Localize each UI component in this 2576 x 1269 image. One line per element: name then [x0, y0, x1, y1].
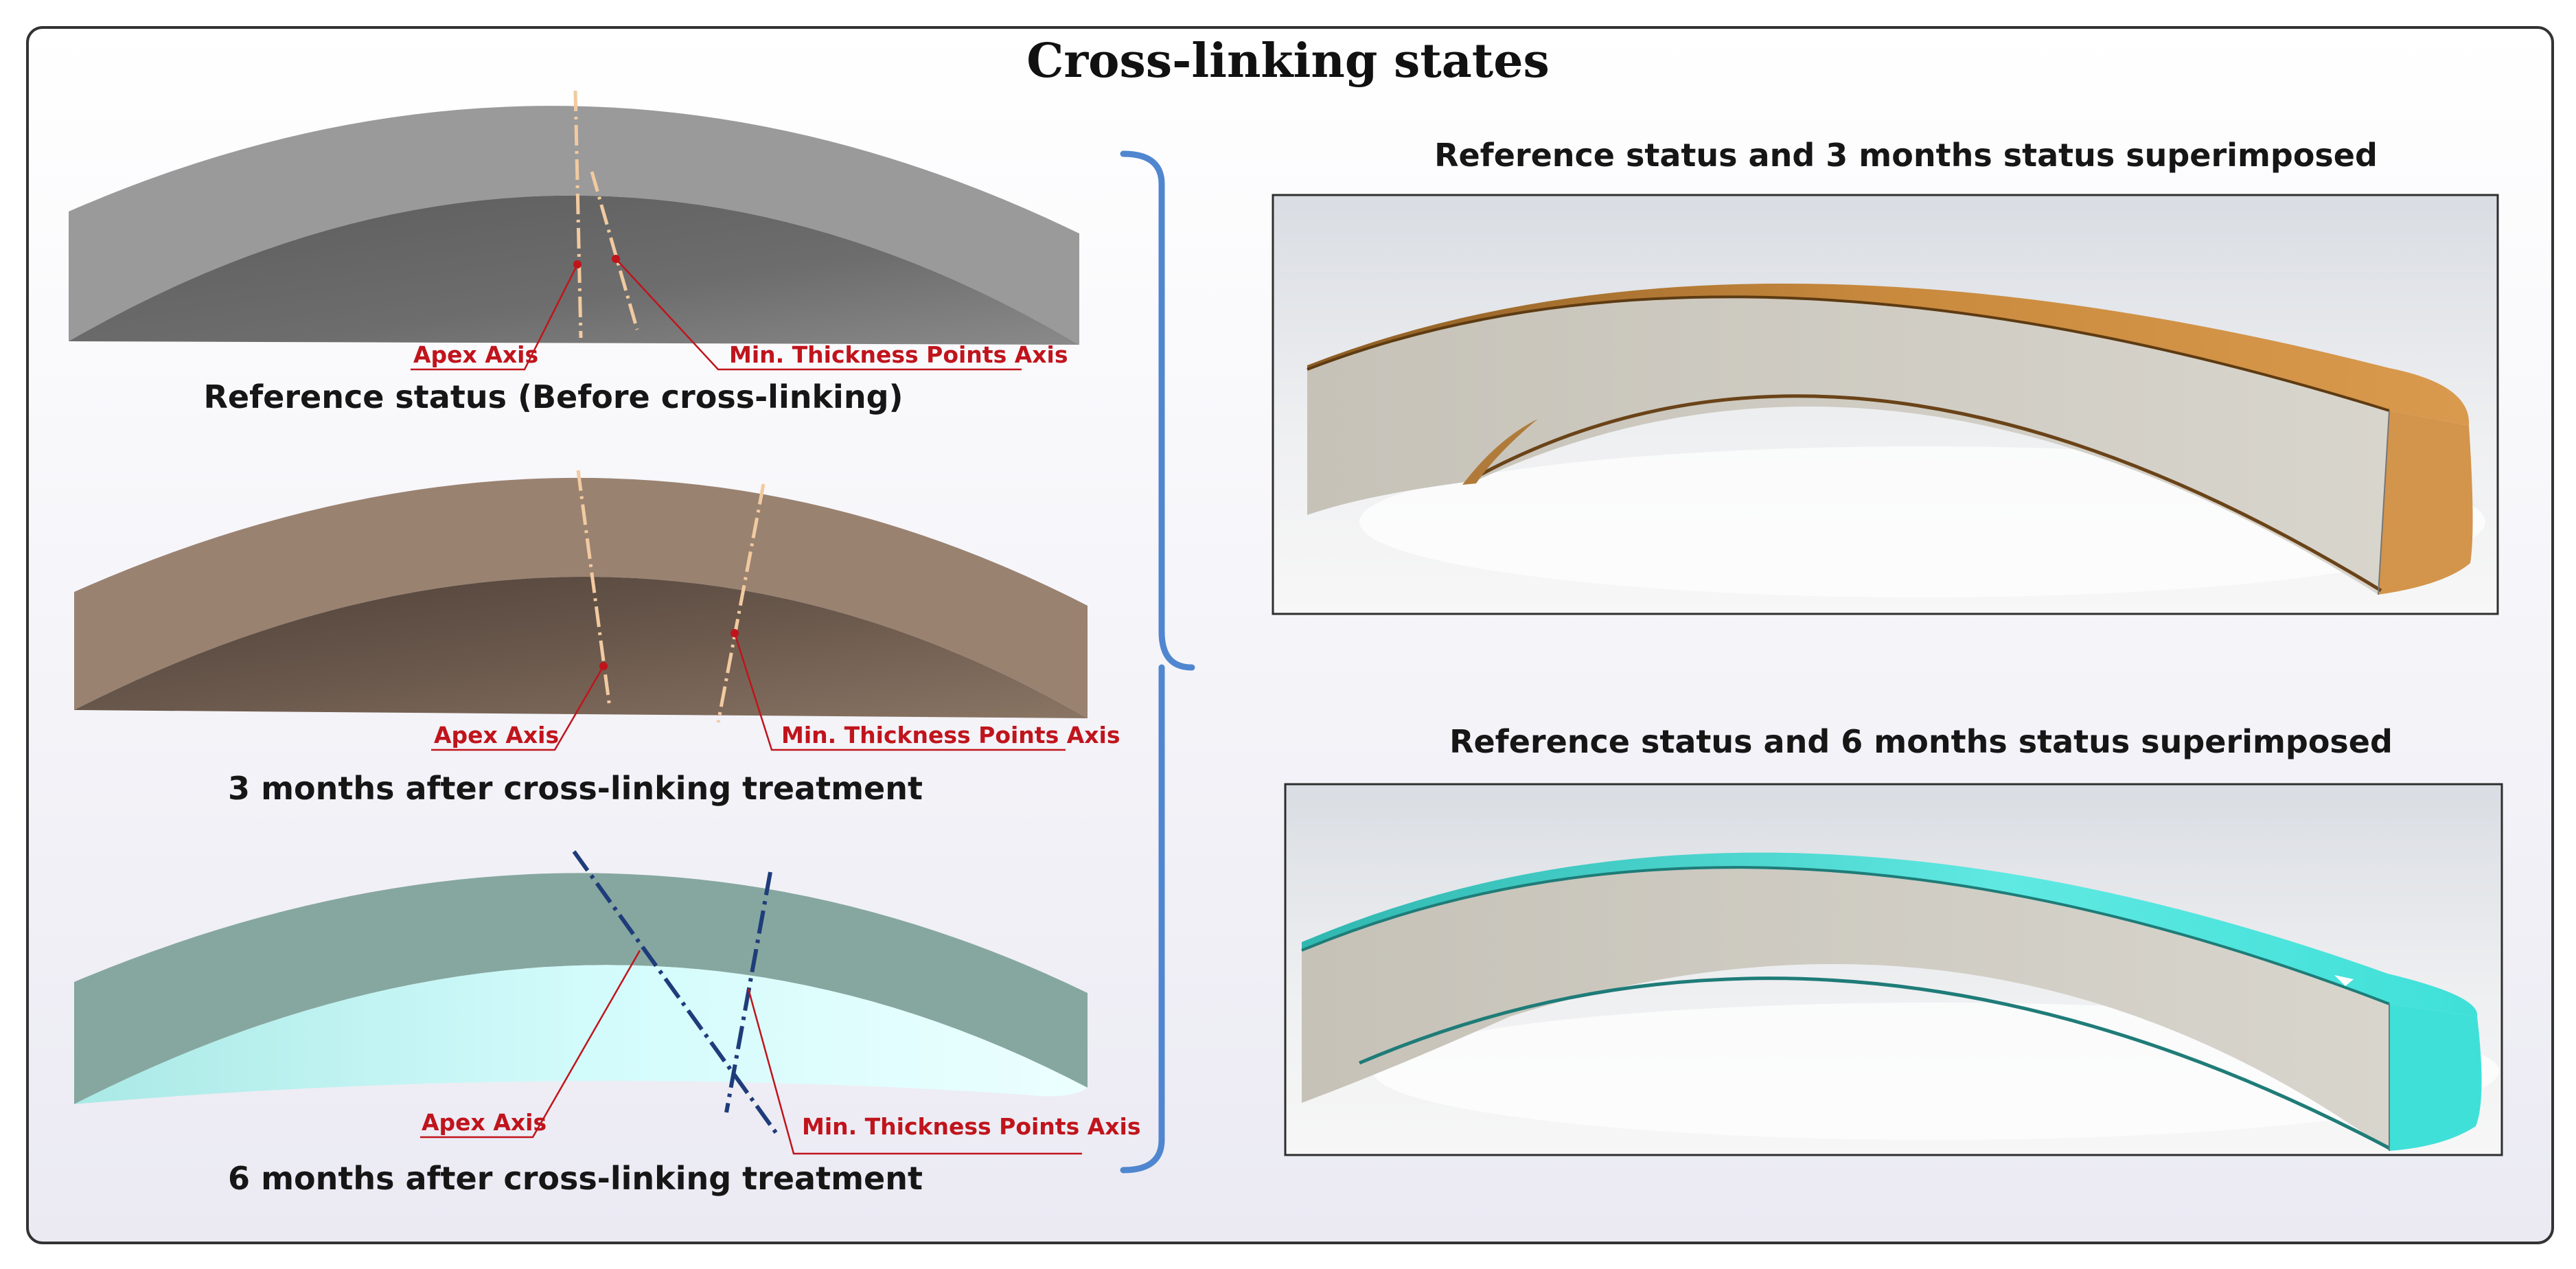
three-month-beige-cross-section [1307, 297, 2389, 595]
reference-min-thickness-label: Min. Thickness Points Axis [729, 341, 1068, 368]
three-month-lens-inner [74, 576, 1088, 718]
three-month-orange-inner-edge [1462, 419, 1538, 485]
six-month-white-notch [2334, 975, 2354, 986]
three-month-apex-leader [431, 665, 605, 751]
reference-apex-label: Apex Axis [413, 341, 538, 368]
reference-apex-leader [411, 264, 579, 371]
six-month-superimposed-caption: Reference status and 6 months status sup… [1449, 723, 2393, 760]
three-month-orange-top-surface [1307, 283, 2470, 426]
six-month-cyan-top-surface [1302, 852, 2478, 1016]
six-month-panel: Apex Axis Min. Thickness Points Axis 6 m… [74, 850, 1141, 1197]
six-month-min-thickness-axis-line [724, 871, 772, 1113]
six-month-min-thickness-leader [747, 988, 1082, 1155]
three-month-caption: 3 months after cross-linking treatment [228, 770, 923, 807]
six-month-superimposed-panel: Reference status and 6 months status sup… [1284, 723, 2503, 1156]
three-month-superimposed-caption: Reference status and 3 months status sup… [1434, 137, 2378, 174]
grouping-bracket [1120, 150, 1195, 1174]
six-month-lens-rim [74, 873, 1088, 1104]
six-month-inner-teal-curve [1359, 976, 2391, 1150]
six-month-min-thickness-label: Min. Thickness Points Axis [802, 1113, 1141, 1140]
figure-title: Cross-linking states [1026, 34, 1550, 89]
three-month-panel: Apex Axis Min. Thickness Points Axis 3 m… [74, 470, 1120, 807]
six-month-outer-teal-curve [1301, 866, 2390, 1005]
three-month-end-edge [2378, 410, 2390, 595]
six-month-beige-cross-section [1302, 867, 2389, 1151]
reference-min-thickness-leader [615, 258, 1022, 371]
reference-status-panel: Apex Axis Min. Thickness Points Axis Ref… [69, 90, 1079, 415]
six-month-apex-leader [420, 950, 641, 1139]
six-month-cyan-end-face [2389, 1004, 2482, 1151]
six-month-apex-label: Apex Axis [422, 1109, 547, 1136]
three-month-inner-dark-curve [1468, 394, 2382, 593]
three-month-apex-label: Apex Axis [434, 722, 559, 748]
reference-lens-rim [69, 106, 1079, 345]
six-month-caption: 6 months after cross-linking treatment [228, 1160, 923, 1197]
reference-apex-axis-line [573, 90, 583, 339]
three-month-superimposed-panel: Reference status and 3 months status sup… [1272, 137, 2499, 615]
three-month-min-thickness-leader [733, 632, 1066, 751]
reference-min-thickness-axis-line [590, 171, 639, 330]
three-month-min-thickness-label: Min. Thickness Points Axis [781, 722, 1120, 748]
three-month-lens-rim [74, 477, 1088, 718]
six-month-apex-axis-line [572, 850, 779, 1136]
three-month-orange-end-face [2378, 411, 2473, 595]
reference-status-caption: Reference status (Before cross-linking) [203, 378, 903, 415]
six-month-lens-inner [74, 965, 1088, 1104]
three-month-min-thickness-axis-line [716, 483, 766, 723]
three-month-outer-dark-curve [1307, 295, 2390, 412]
